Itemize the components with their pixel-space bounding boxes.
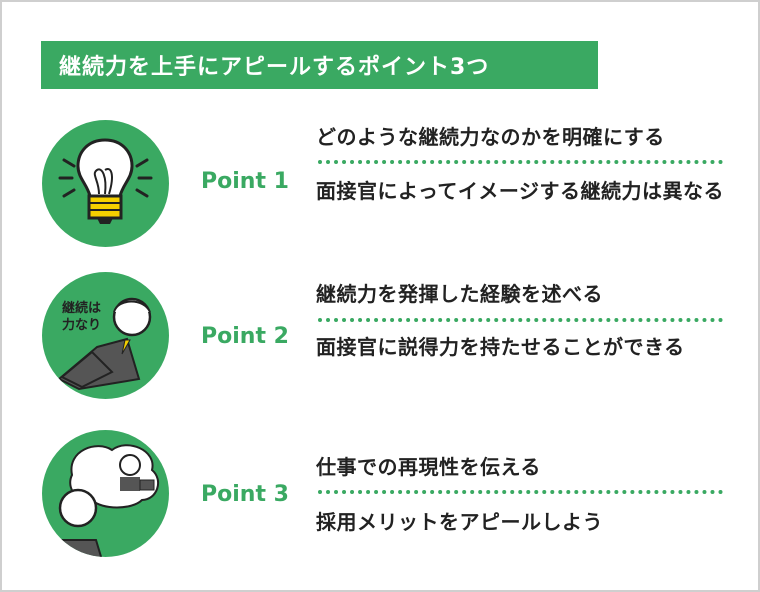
speech-text: 継続は力なり (62, 301, 102, 333)
point-3-heading: 仕事での再現性を伝える (316, 455, 541, 479)
point-1-detail: 面接官によってイメージする継続力は異なる (316, 179, 724, 203)
divider (318, 318, 723, 322)
lightbulb-icon (42, 120, 169, 247)
point-3-label: Point 3 (201, 482, 289, 507)
point-3-detail: 採用メリットをアピールしよう (316, 510, 603, 534)
point-1-label: Point 1 (201, 169, 289, 194)
relaxed-businessman-icon: 継続は力なり (42, 272, 169, 399)
divider (318, 160, 723, 164)
imagining-work-icon (42, 430, 169, 557)
divider (318, 490, 723, 494)
point-2-detail: 面接官に説得力を持たせることができる (316, 335, 685, 359)
point-2-label: Point 2 (201, 324, 289, 349)
point-2-heading: 継続力を発揮した経験を述べる (316, 282, 603, 306)
page-title: 継続力を上手にアピールするポイント3つ (41, 41, 598, 89)
point-1-heading: どのような継続力なのかを明確にする (316, 125, 665, 149)
